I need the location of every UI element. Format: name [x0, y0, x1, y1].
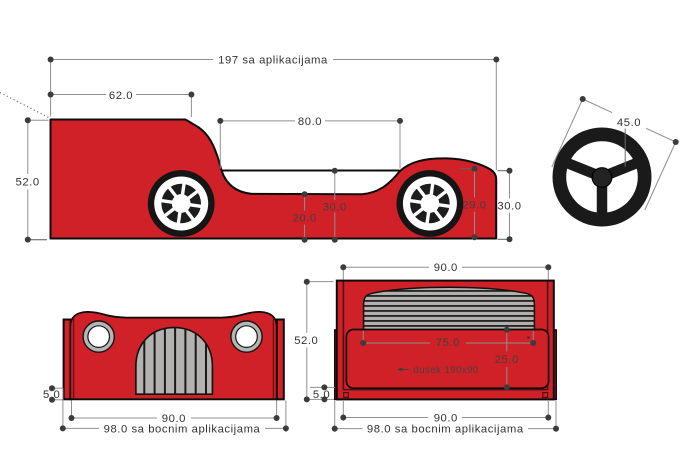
svg-text:98.0 sa bocnim aplikacijama: 98.0 sa bocnim aplikacijama	[367, 424, 524, 436]
svg-text:90.0: 90.0	[162, 413, 186, 425]
svg-text:52.0: 52.0	[294, 335, 318, 347]
svg-text:25.0: 25.0	[495, 354, 519, 366]
svg-text:29.0: 29.0	[462, 199, 486, 211]
svg-text:197 sa aplikacijama: 197 sa aplikacijama	[218, 54, 328, 66]
svg-text:80.0: 80.0	[298, 116, 322, 128]
svg-text:45.0: 45.0	[617, 117, 641, 129]
svg-text:98.0 sa bocnim aplikacijama: 98.0 sa bocnim aplikacijama	[104, 423, 261, 435]
svg-text:30.0: 30.0	[323, 201, 347, 213]
svg-text:20.0: 20.0	[293, 212, 317, 224]
svg-text:90.0: 90.0	[434, 262, 458, 274]
svg-text:30.0: 30.0	[497, 200, 521, 212]
svg-text:dusek 190x90: dusek 190x90	[413, 365, 478, 376]
svg-text:62.0: 62.0	[109, 90, 133, 102]
svg-text:52.0: 52.0	[16, 176, 40, 188]
svg-text:75.0: 75.0	[436, 337, 460, 349]
svg-text:5.0: 5.0	[313, 389, 330, 401]
svg-text:90.0: 90.0	[434, 412, 458, 424]
svg-text:5.0: 5.0	[43, 389, 60, 401]
